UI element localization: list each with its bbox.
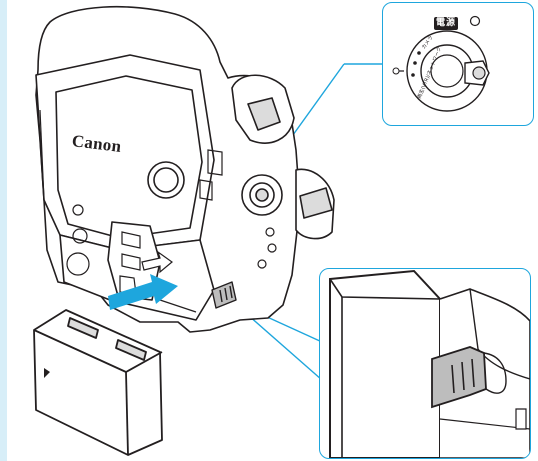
battery-contact-2 [115,339,147,361]
dial-off-indicator [392,67,400,75]
release-lever-grip-lines [451,358,475,394]
lcd-latch [207,149,223,176]
side-switch [199,179,213,201]
body-closeup-screw [515,408,527,430]
body-closeup-seam [439,418,530,430]
lcd-hinge-line [39,109,45,201]
lcd-panel-inner [55,75,203,239]
dial-dot-2 [413,61,417,65]
battery-release-callout [319,268,531,459]
button-3 [257,259,267,269]
jack-1 [72,204,84,216]
power-dial-small-center [255,188,269,202]
lens-cap-inner [153,167,179,193]
power-dial-center [430,54,464,88]
left-margin-bar [0,0,7,461]
power-indicator-lamp [469,15,481,27]
jack-2 [72,228,88,244]
power-dial-knob-button [472,66,486,80]
bay-edge [159,299,197,313]
battery-triangle-icon [44,368,50,378]
battery-side-edge [125,371,129,456]
jack-3 [66,252,90,276]
body-closeup-contour [469,288,530,380]
strap-buckle [299,187,333,219]
battery-slot [107,221,161,301]
power-dial-drawing [392,15,490,112]
dial-dot-3 [411,73,415,77]
button-1 [265,227,275,237]
lever-grip-lines [219,285,233,303]
battery-contact-1 [67,317,99,339]
insert-arrow-icon [108,274,178,310]
release-lever-hinge [483,352,507,394]
dial-dot-1 [417,51,421,55]
terminal-1 [121,231,141,249]
power-dial-callout: 電源 カメラ 再生(VTR)/ネットワーク [382,2,534,126]
terminal-2 [121,253,141,271]
power-label: 電源 [434,17,459,30]
insert-direction-arrow-icon [141,250,173,274]
button-2 [267,243,277,253]
battery-release-drawing [329,269,530,458]
viewfinder-eyepiece [247,97,281,131]
